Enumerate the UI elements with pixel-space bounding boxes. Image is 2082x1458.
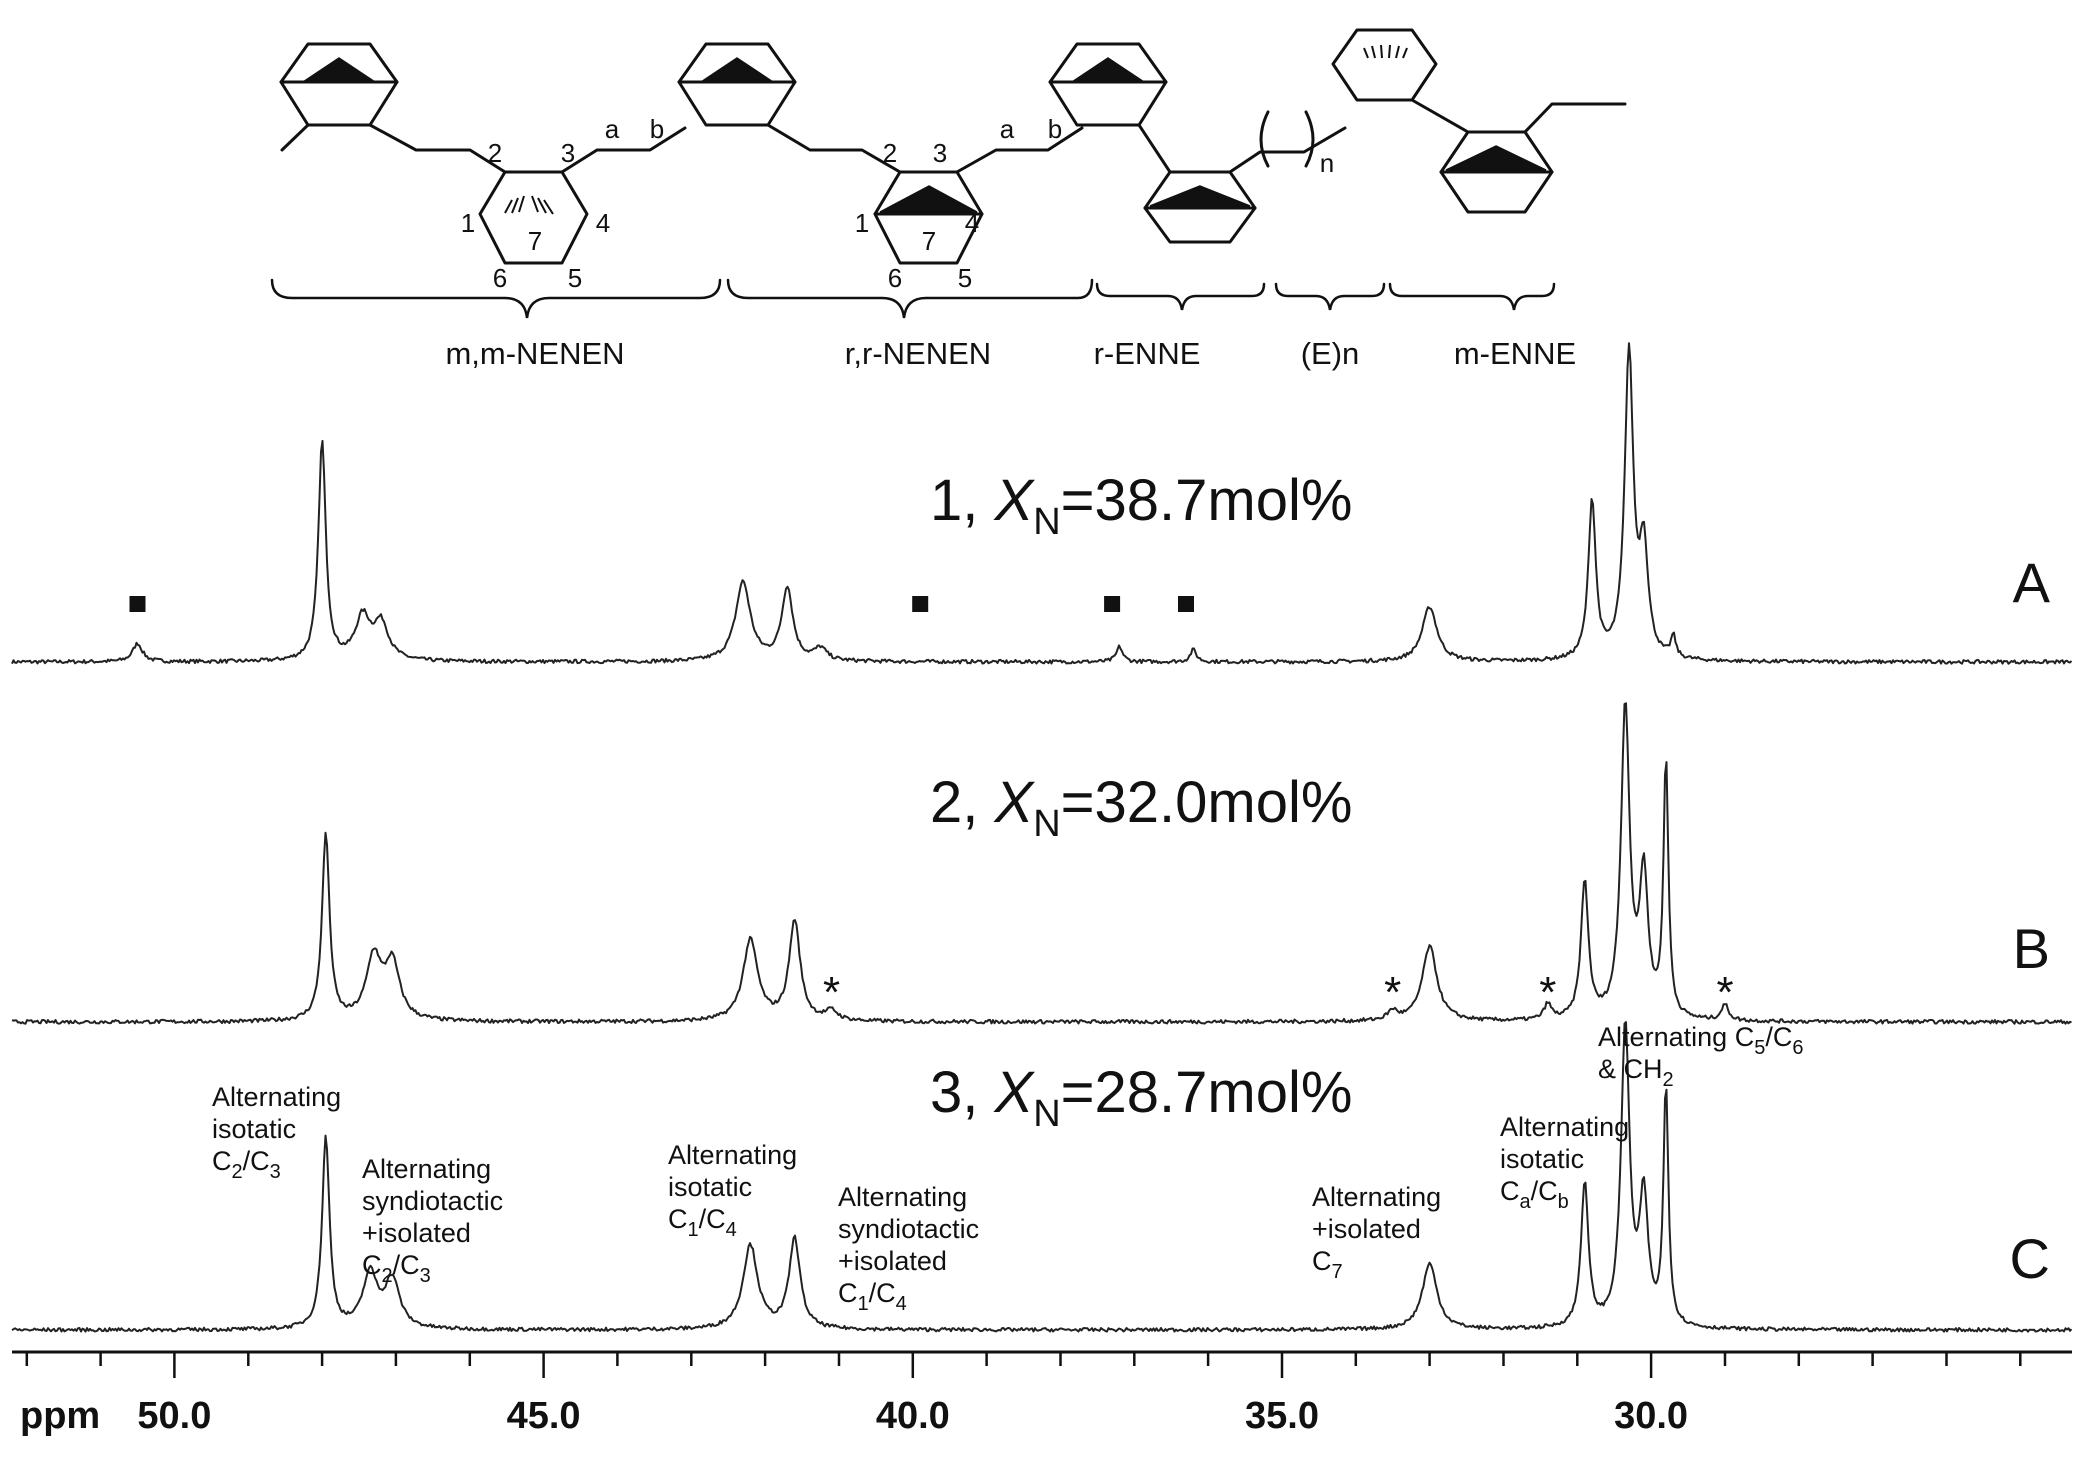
brace-m-enne [1388, 282, 1556, 311]
segment-label-mm-nenen: m,m-NENEN [445, 336, 624, 371]
tick-label-30.0: 30.0 [1614, 1395, 1688, 1437]
axis-ticks: 50.0 45.0 40.0 35.0 30.0 ppm [20, 1352, 2022, 1437]
brace-mm-nenen [270, 278, 722, 319]
carbon-label-1b: 1 [855, 208, 869, 238]
carbon-label-7: 7 [528, 226, 542, 256]
carbon-label-1: 1 [461, 208, 475, 238]
carbon-label-5b: 5 [958, 263, 972, 293]
segment-label-m-enne: m-ENNE [1454, 336, 1576, 371]
bridge-label-a: a [605, 114, 620, 144]
carbon-label-6: 6 [493, 263, 507, 293]
asterisk-marker-B-2: * [1539, 968, 1556, 1017]
norbornene-ring-7 [1331, 28, 1438, 102]
asterisk-marker-B-3: * [1716, 968, 1733, 1017]
annotation-line: Alternating [1500, 1112, 1629, 1142]
annotation-line: syndiotactic [362, 1186, 503, 1216]
annotation-line: Alternating C5​/C6​ [1598, 1022, 1803, 1059]
annotation-6: Alternating C5​/C6​& CH2​ [1598, 1022, 1803, 1091]
brace-r-enne [1095, 282, 1266, 311]
repeat-subscript: n [1320, 148, 1334, 178]
spectrum-label-A: A [2013, 551, 2051, 614]
axis-unit-label: ppm [20, 1395, 100, 1437]
norbornene-ring-1 [279, 42, 399, 127]
spectrum-B: B 2, XN=32.0mol% * * * * [11, 702, 2072, 1025]
bridge-label-b2: b [1048, 114, 1062, 144]
carbon-label-5: 5 [568, 263, 582, 293]
annotation-line: & CH2​ [1598, 1054, 1674, 1091]
tick-label-45.0: 45.0 [507, 1395, 581, 1437]
carbon-label-7b: 7 [922, 226, 936, 256]
annotation-line: +isolated [1312, 1214, 1421, 1244]
annotation-line: Alternating [212, 1082, 341, 1112]
brace-en [1274, 282, 1386, 311]
spectrum-title-B: 2, XN=32.0mol% [930, 770, 1352, 845]
annotation-line: isotatic [668, 1172, 752, 1202]
impurity-marker-A-2 [1104, 596, 1121, 612]
brace-rr-nenen [726, 278, 1094, 319]
norbornene-ring-3 [677, 42, 797, 127]
tick-label-35.0: 35.0 [1245, 1395, 1319, 1437]
annotation-line: C2​/C3​ [362, 1250, 431, 1287]
carbon-label-3b: 3 [933, 138, 947, 168]
spectrum-title-C: 3, XN=28.7mol% [930, 1060, 1352, 1135]
bridge-label-b: b [650, 114, 664, 144]
segment-label-en: (E)n [1301, 336, 1360, 371]
tick-label-50.0: 50.0 [137, 1395, 211, 1437]
impurity-marker-A-3 [1178, 596, 1194, 612]
peak-annotations: AlternatingisotaticC2​/C3​Alternatingsyn… [212, 1022, 1803, 1315]
norbornene-ring-6 [1143, 170, 1257, 244]
spectrum-trace-B [11, 702, 2072, 1025]
segment-label-rr-nenen: r,r-NENEN [845, 336, 991, 371]
norbornene-ring-8 [1439, 130, 1554, 214]
spectrum-C: C 3, XN=28.7mol% [11, 1021, 2073, 1333]
annotation-line: C1​/C4​ [668, 1204, 737, 1241]
segment-label-r-enne: r-ENNE [1094, 336, 1201, 371]
polymer-structure: 2 3 1 4 7 6 5 a b 2 3 1 4 7 6 5 a b n m,… [270, 28, 1627, 371]
carbon-label-3: 3 [561, 138, 575, 168]
annotation-line: Alternating [1312, 1182, 1441, 1212]
annotation-line: C7​ [1312, 1246, 1343, 1283]
carbon-label-2b: 2 [883, 138, 897, 168]
spectrum-title-A: 1, XN=38.7mol% [930, 468, 1352, 543]
annotation-line: C2​/C3​ [212, 1146, 281, 1183]
carbon-label-4: 4 [596, 208, 610, 238]
annotation-line: +isolated [362, 1218, 471, 1248]
annotation-line: C1​/C4​ [838, 1278, 907, 1315]
tick-label-40.0: 40.0 [876, 1395, 950, 1437]
annotation-line: Alternating [838, 1182, 967, 1212]
spectrum-trace-A [11, 342, 2073, 665]
annotation-line: isotatic [212, 1114, 296, 1144]
carbon-label-2: 2 [488, 138, 502, 168]
spectrum-label-B: B [2013, 917, 2050, 980]
annotation-line: syndiotactic [838, 1214, 979, 1244]
annotation-line: +isolated [838, 1246, 947, 1276]
asterisk-marker-B-1: * [1384, 968, 1401, 1017]
spectrum-A: A 1, XN=38.7mol% [11, 342, 2073, 665]
impurity-marker-A-0 [129, 596, 146, 612]
impurity-marker-A-1 [912, 596, 929, 612]
norbornene-ring-5 [1048, 42, 1168, 127]
bridge-label-a2: a [1000, 114, 1015, 144]
spectrum-trace-C [11, 1021, 2073, 1333]
annotation-line: isotatic [1500, 1144, 1584, 1174]
spectrum-label-C: C [2010, 1227, 2050, 1290]
annotation-line: Alternating [668, 1140, 797, 1170]
spectra-group: A 1, XN=38.7mol% B 2, XN=32.0mol% * * * * C 3, XN… [11, 342, 2073, 1333]
annotation-line: Ca​/Cb​ [1500, 1176, 1569, 1213]
annotation-line: Alternating [362, 1154, 491, 1184]
asterisk-marker-B-0: * [823, 968, 840, 1017]
carbon-label-4b: 4 [965, 208, 979, 238]
carbon-label-6b: 6 [888, 263, 902, 293]
ppm-axis: 50.0 45.0 40.0 35.0 30.0 ppm [12, 1350, 2072, 1437]
